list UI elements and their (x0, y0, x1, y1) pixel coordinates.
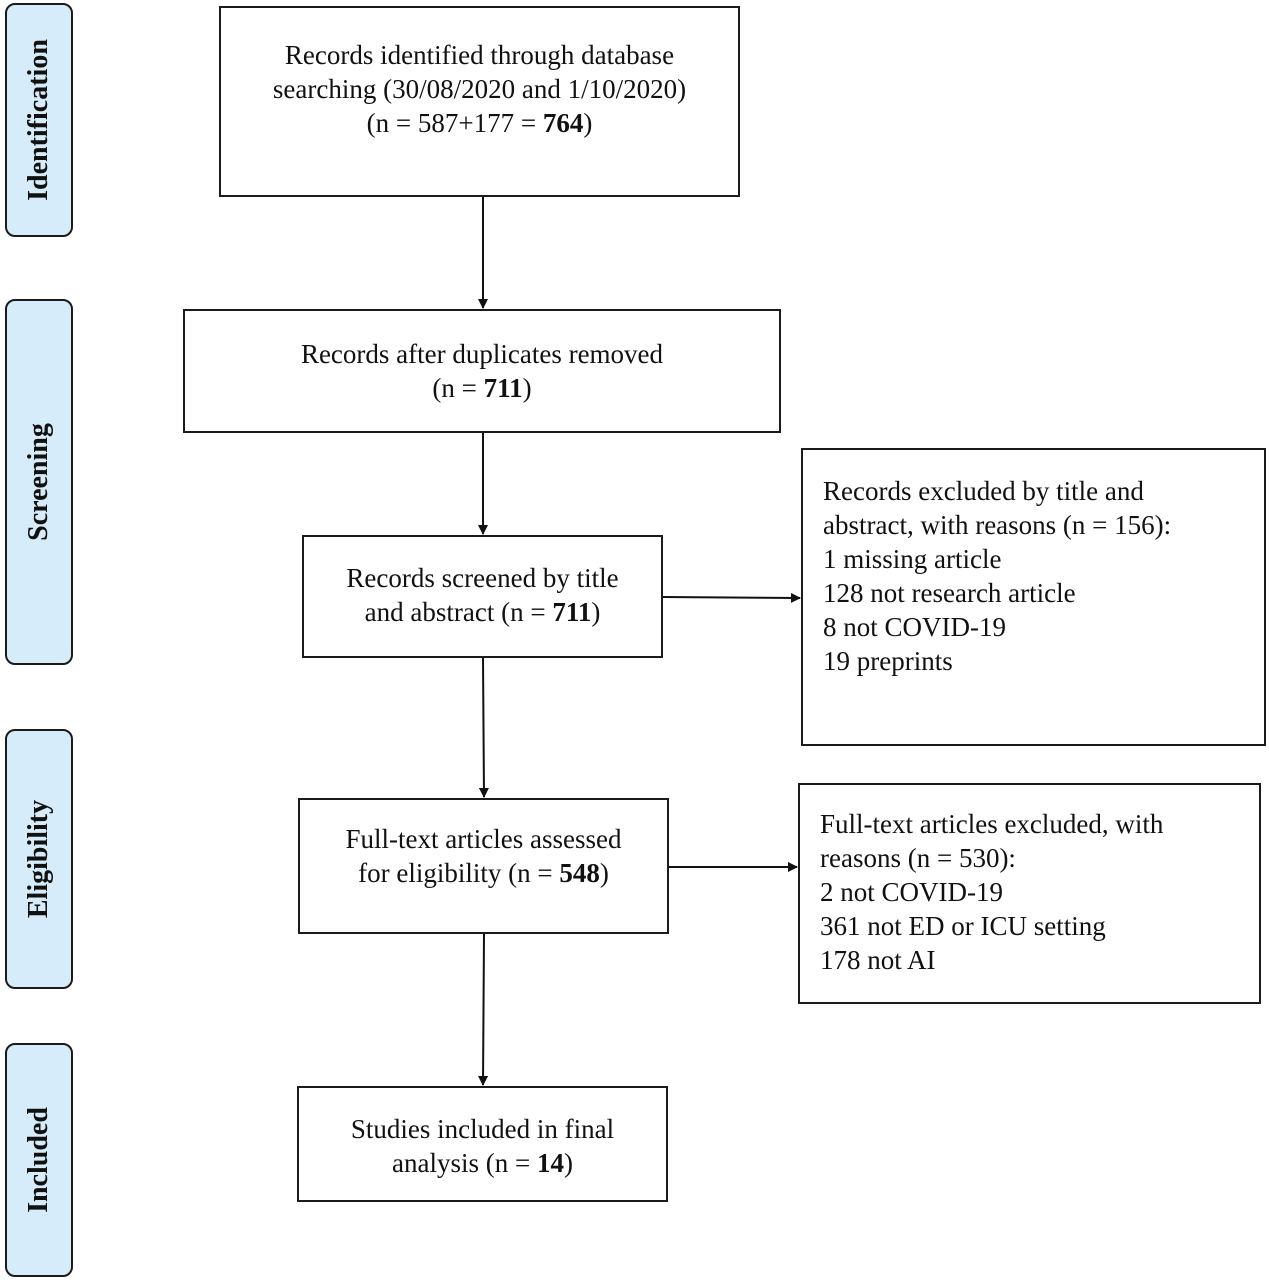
box-text-line: and abstract (n = 711) (364, 597, 601, 627)
arrow-screened-to-excluded (662, 592, 801, 603)
box-text-line: 2 not COVID-19 (820, 877, 1003, 907)
box-text-line: Full-text articles excluded, with (820, 809, 1164, 839)
box-screened: Records screened by title and abstract (… (302, 535, 663, 658)
box-text-line: Records after duplicates removed (300, 339, 664, 369)
box-text-line: Full-text articles assessed (345, 824, 622, 854)
box-studies-included: Studies included in final analysis (n = … (297, 1086, 668, 1202)
phase-screening: Screening (5, 299, 73, 665)
box-text-line: reasons (n = 530): (820, 843, 1016, 873)
box-text-line: Records excluded by title and (823, 476, 1144, 506)
box-text-line: analysis (n = 14) (392, 1148, 573, 1178)
box-text-line: (n = 711) (432, 373, 532, 403)
box-fulltext-assessed: Full-text articles assessed for eligibil… (298, 798, 669, 934)
box-text-line: 1 missing article (823, 544, 1002, 574)
phase-included: Included (5, 1043, 73, 1277)
box-text-line: Records screened by title (346, 563, 619, 593)
box-records-identified: Records identified through database sear… (219, 6, 740, 197)
box-text-line: abstract, with reasons (n = 156): (823, 510, 1172, 540)
count-value: 548 (559, 858, 600, 888)
box-text-line: searching (30/08/2020 and 1/10/2020) (272, 74, 687, 104)
box-text-line: for eligibility (n = 548) (358, 858, 609, 888)
count-value: 14 (536, 1148, 564, 1178)
phase-eligibility: Eligibility (5, 729, 73, 989)
box-text-line: 178 not AI (820, 945, 936, 975)
box-excluded-title-abstract: Records excluded by title and abstract, … (801, 448, 1266, 746)
box-text-line: 361 not ED or ICU setting (820, 911, 1106, 941)
box-text-line: Studies included in final (350, 1114, 615, 1144)
box-text-line: 19 preprints (823, 646, 953, 676)
arrow-screened-to-fulltext (478, 657, 489, 798)
box-text-line: 8 not COVID-19 (823, 612, 1006, 642)
count-value: 711 (552, 597, 592, 627)
phase-identification: Identification (5, 3, 73, 237)
box-text-line: (n = 587+177 = 764) (366, 108, 593, 138)
arrow-fulltext-to-included (478, 933, 489, 1086)
box-text-line: 128 not research article (823, 578, 1076, 608)
box-after-duplicates: Records after duplicates removed (n = 71… (183, 309, 781, 433)
count-value: 764 (542, 108, 584, 138)
box-excluded-fulltext: Full-text articles excluded, with reason… (798, 783, 1261, 1004)
count-value: 711 (483, 373, 523, 403)
box-text-line: Records identified through database (284, 40, 675, 70)
